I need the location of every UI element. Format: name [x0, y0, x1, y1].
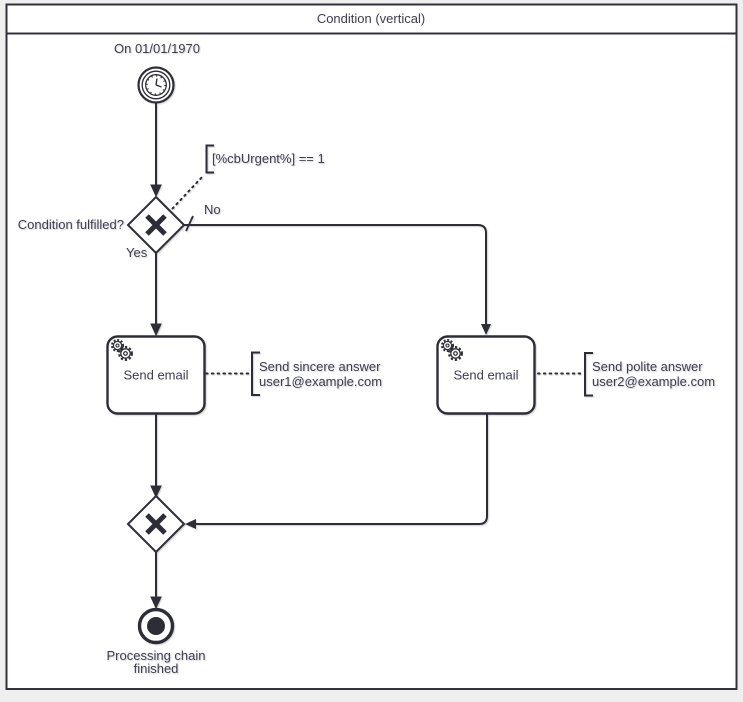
end-event-label-line2: finished: [134, 661, 179, 676]
default-flow-marker: [185, 215, 194, 232]
annotation-bracket: [205, 144, 214, 174]
annotation-bracket: [251, 351, 260, 396]
condition-gateway[interactable]: [126, 195, 186, 255]
x-marker: [145, 513, 167, 535]
flow-yes-to-left-task: [150, 253, 162, 337]
arrowhead-down: [481, 324, 491, 335]
start-event-timer[interactable]: [137, 66, 175, 104]
flow-start-to-condition: [150, 103, 162, 198]
arrowhead-down: [150, 485, 162, 499]
start-event-label: On 01/01/1970: [114, 41, 200, 56]
end-event[interactable]: [137, 607, 175, 645]
flow-left-task-to-merge: [150, 414, 162, 499]
condition-annotation-text: [%cbUrgent%] == 1: [212, 151, 325, 166]
x-marker: [145, 214, 167, 236]
yes-label: Yes: [126, 245, 148, 260]
right-annotation[interactable]: Send polite answer user2@example.com: [584, 352, 715, 397]
left-annotation-line1: Send sincere answer: [259, 359, 381, 374]
condition-gateway-label: Condition fulfilled?: [18, 217, 124, 232]
flow-no-to-right-task: [184, 215, 491, 335]
gears-icon: [110, 338, 133, 361]
end-event-inner-circle: [147, 617, 165, 635]
no-label: No: [204, 202, 221, 217]
right-annotation-line2: user2@example.com: [592, 374, 715, 389]
left-annotation-line2: user1@example.com: [259, 374, 382, 389]
diagram-title: Condition (vertical): [317, 11, 425, 26]
arrowhead-left: [185, 519, 196, 529]
right-annotation-line1: Send polite answer: [592, 359, 703, 374]
task-label: Send email: [123, 368, 188, 383]
flow-right-task-to-merge: [185, 414, 488, 529]
arrowhead-down: [150, 323, 162, 337]
gears-icon: [440, 338, 463, 361]
arrowhead-down: [150, 596, 162, 610]
merge-gateway[interactable]: [126, 494, 186, 554]
task-send-email-left[interactable]: Send email: [106, 335, 206, 415]
arrowhead-down: [150, 184, 162, 198]
end-event-label-line1: Processing chain: [107, 648, 206, 663]
clock-icon: [145, 74, 167, 96]
task-label: Send email: [453, 368, 518, 383]
annotation-bracket: [584, 352, 593, 397]
left-annotation[interactable]: Send sincere answer user1@example.com: [251, 351, 382, 396]
task-send-email-right[interactable]: Send email: [436, 335, 536, 415]
condition-annotation[interactable]: [%cbUrgent%] == 1: [205, 144, 325, 174]
flow-merge-to-end: [150, 552, 162, 610]
association-condition-annotation: [171, 175, 204, 210]
